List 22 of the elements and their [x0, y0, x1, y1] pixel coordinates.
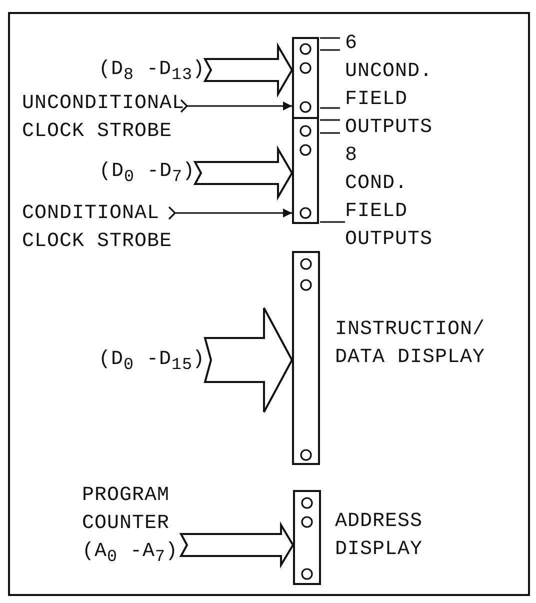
- bus-label: (D$_{8}$ -D$_{13}$): [96, 56, 205, 90]
- display-label: ADDRESS DISPLAY: [335, 509, 424, 563]
- bus-label: (D$_{0}$ -D$_{15}$): [96, 346, 205, 380]
- bus-label: (D$_{0}$ -D$_{7}$): [96, 158, 195, 192]
- signal-label: CONDITIONAL CLOCK STROBE: [22, 200, 175, 256]
- display-label: UNCOND. FIELD OUTPUTS: [345, 59, 434, 141]
- display-bar: [292, 251, 320, 465]
- display-label: 6: [345, 31, 359, 57]
- display-bar: [293, 490, 321, 585]
- bus-arrow: [204, 307, 294, 413]
- bus-label: PROGRAM COUNTER (A$_{0}$ -A$_{7}$): [82, 482, 181, 572]
- display-label: 8: [345, 143, 359, 169]
- signal-arrow: [168, 206, 293, 220]
- display-bar: [292, 37, 319, 119]
- signal-label: UNCONDITIONAL CLOCK STROBE: [22, 90, 187, 146]
- bus-arrow: [193, 145, 294, 201]
- display-bar: [292, 117, 319, 224]
- bus-arrow: [179, 521, 294, 569]
- display-label: INSTRUCTION/ DATA DISPLAY: [335, 317, 486, 371]
- signal-arrow: [180, 99, 293, 113]
- display-label: COND. FIELD OUTPUTS: [345, 171, 434, 253]
- bus-arrow: [203, 42, 294, 98]
